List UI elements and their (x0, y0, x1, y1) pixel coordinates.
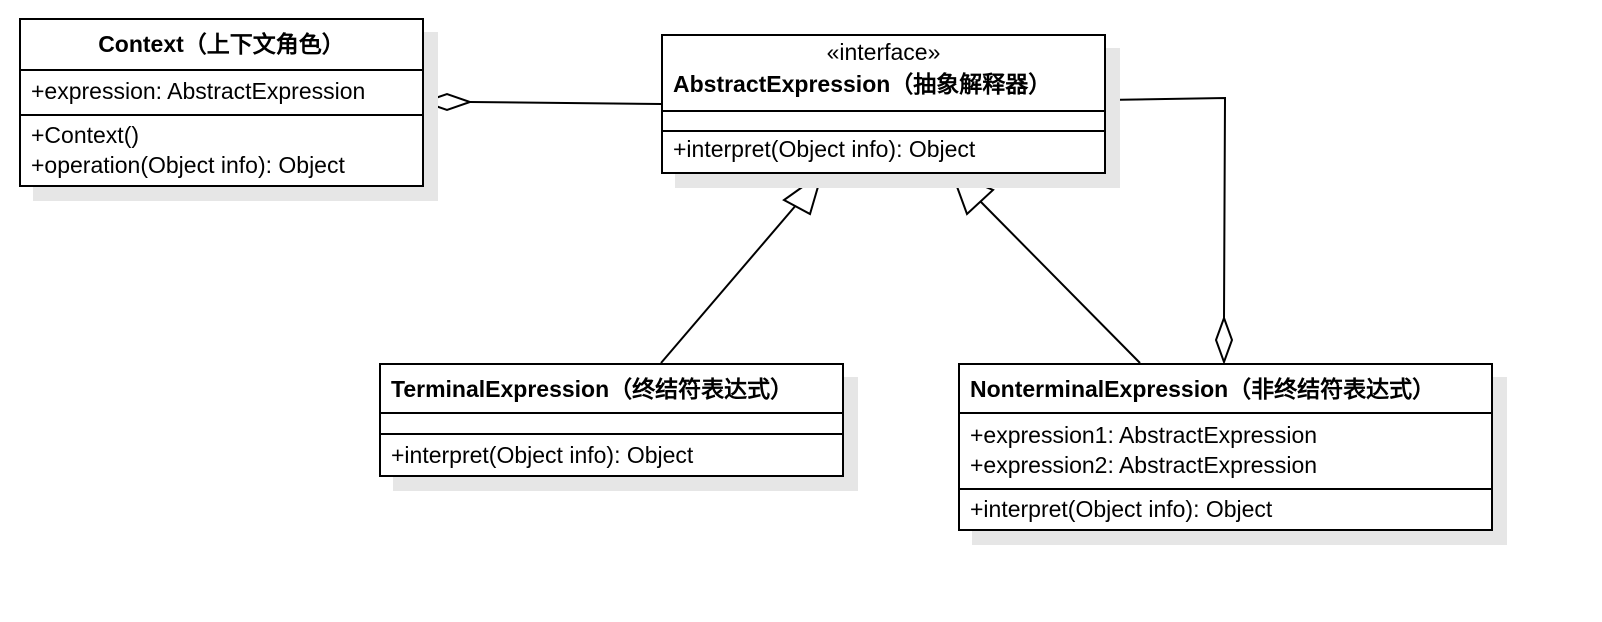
attributes-compartment-empty (381, 414, 842, 435)
stereotype-interface: «interface» (826, 39, 941, 65)
method-interpret: +interpret(Object info): Object (673, 136, 976, 162)
class-nonterminal-name: NonterminalExpression（非终结符表达式） (970, 376, 1436, 402)
method-constructor: +Context() (31, 122, 140, 148)
class-abstract-name: AbstractExpression（抽象解释器） (673, 71, 1052, 97)
generalization-nonterminal-abstract (950, 171, 1141, 364)
method-interpret: +interpret(Object info): Object (391, 442, 694, 468)
class-terminal-expression[interactable]: TerminalExpression（终结符表达式） +interpret(Ob… (379, 363, 844, 477)
attribute-expression2: +expression2: AbstractExpression (970, 452, 1318, 478)
class-abstract-expression[interactable]: «interface» AbstractExpression（抽象解释器） +i… (661, 34, 1106, 174)
class-terminal-name: TerminalExpression（终结符表达式） (391, 376, 794, 402)
class-nonterminal-expression[interactable]: NonterminalExpression（非终结符表达式） +expressi… (958, 363, 1493, 531)
aggregation-diamond-context (420, 92, 474, 112)
method-operation: +operation(Object info): Object (31, 152, 345, 178)
attribute-expression1: +expression1: AbstractExpression (970, 422, 1318, 448)
class-context[interactable]: Context（上下文角色） +expression: AbstractExpr… (19, 18, 424, 187)
attributes-compartment-empty (663, 112, 1104, 132)
inheritance-arrowhead-terminal (782, 170, 824, 216)
inheritance-arrowhead-nonterminal (950, 171, 995, 216)
aggregation-context-abstract (420, 92, 662, 112)
aggregation-nonterminal-abstract (1104, 96, 1234, 365)
class-context-name: Context（上下文角色） (98, 31, 345, 57)
generalization-terminal-abstract (660, 170, 824, 364)
aggregation-diamond-nonterminal (1214, 315, 1234, 365)
method-interpret: +interpret(Object info): Object (970, 496, 1273, 522)
attribute-expression: +expression: AbstractExpression (31, 78, 366, 104)
